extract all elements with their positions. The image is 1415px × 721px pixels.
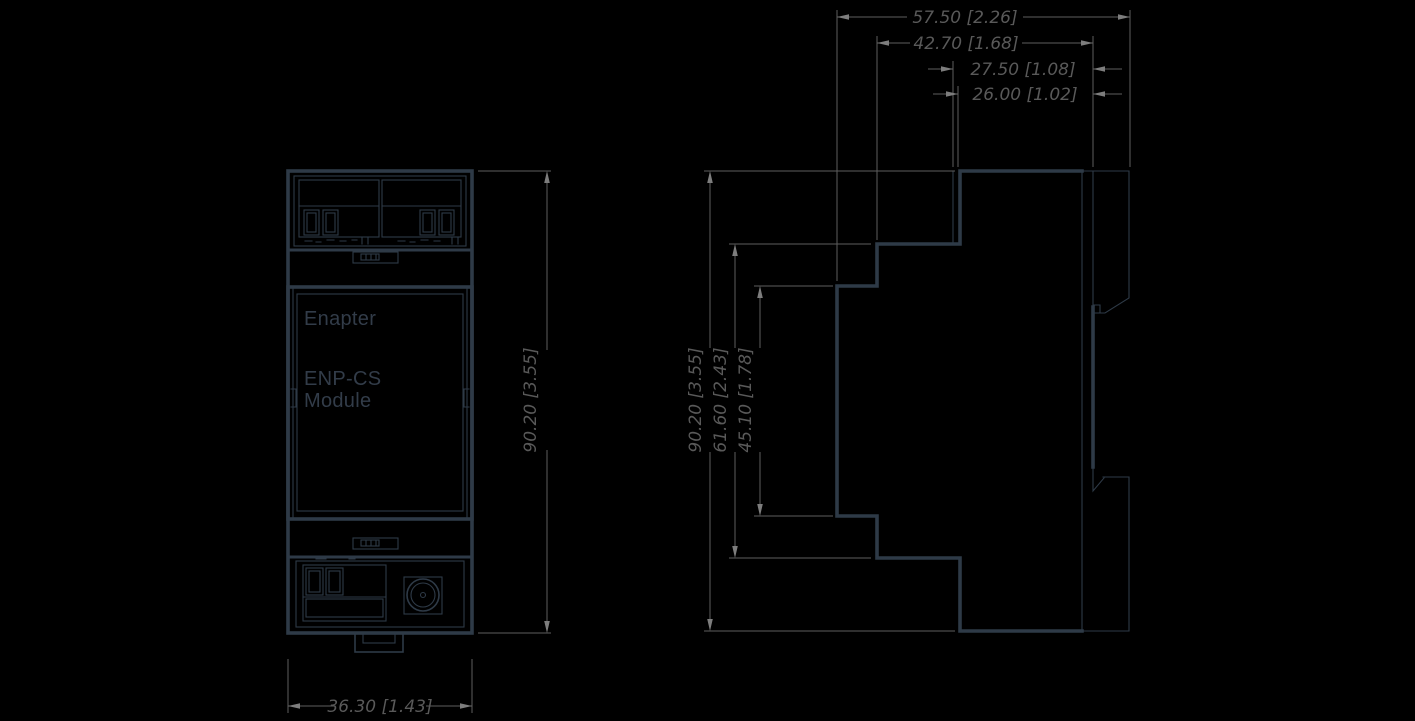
dimension-front-width: 36.30 [1.43] <box>287 659 473 717</box>
antenna-connector-thread <box>410 582 436 608</box>
arrow-up <box>544 171 550 183</box>
front-face-release-clips <box>290 388 470 408</box>
arrow-up <box>757 286 763 298</box>
model-label: ENP-CS <box>304 368 381 390</box>
model-type-label: Module <box>304 390 371 412</box>
bottom-terminal-block <box>302 564 387 622</box>
side-view <box>835 169 1130 633</box>
arrow-left <box>288 703 300 709</box>
front-face-outline <box>286 285 474 521</box>
arrow-down <box>757 504 763 516</box>
bottom-terminal-tray <box>305 598 384 618</box>
top-terminal-block-left <box>298 179 380 238</box>
dimension-value: 36.30 [1.43] <box>327 697 432 717</box>
bottom-terminal-markings <box>315 557 434 562</box>
din-clip-lower <box>1081 466 1130 632</box>
din-clip-upper <box>1081 170 1130 314</box>
extension-lines <box>287 659 473 713</box>
arrow-left <box>877 40 889 46</box>
arrow-down <box>707 619 713 631</box>
extension-lines <box>704 170 955 632</box>
screw-terminal <box>419 209 436 236</box>
arrow-right-in <box>941 66 953 72</box>
arrow-right <box>460 703 472 709</box>
arrow-down <box>732 546 738 558</box>
screw-terminal <box>325 567 344 596</box>
screw-terminal-inner <box>325 212 336 233</box>
dimension-side-height-total: 90.20 [3.55] <box>686 170 955 632</box>
dimension-value: 27.50 [1.08] <box>970 60 1075 80</box>
brand-label: Enapter <box>304 308 376 330</box>
dimension-value: 61.60 [2.43] <box>711 347 731 452</box>
screw-terminal-inner <box>308 570 321 593</box>
dimension-side-height-mid: 61.60 [2.43] <box>711 243 871 559</box>
top-terminal-markings <box>304 237 459 245</box>
screw-terminal <box>303 209 320 236</box>
arrow-left <box>837 14 849 20</box>
lower-port-pin-ticks <box>365 539 377 547</box>
screw-terminal <box>305 567 324 596</box>
arrow-left-in <box>1093 91 1105 97</box>
screw-terminal <box>438 209 455 236</box>
lower-port-connector <box>352 537 399 550</box>
arrow-up <box>707 171 713 183</box>
front-face-inner-frame <box>296 293 464 512</box>
arrow-down <box>544 621 550 633</box>
dimension-value: 45.10 [1.78] <box>736 347 756 452</box>
front-view: Enapter ENP-CS Module <box>286 169 474 653</box>
top-section-inner-frame <box>293 175 467 247</box>
dimension-depth-total: 57.50 [2.26] <box>836 8 1131 281</box>
antenna-connector-base <box>403 576 443 615</box>
dimension-depth-top: 26.00 [1.02] <box>933 85 1122 167</box>
top-terminal-block-right <box>381 179 462 238</box>
dimension-side-height-front: 45.10 [1.78] <box>736 285 833 517</box>
extension-lines <box>836 10 1131 281</box>
upper-port-connector-pins <box>360 253 380 261</box>
screw-terminal-inner <box>422 212 433 233</box>
dimension-front-height: 90.20 [3.55] <box>478 170 551 634</box>
extension-lines <box>729 243 871 559</box>
extension-lines <box>754 285 833 517</box>
screw-terminal-inner <box>328 570 341 593</box>
din-rail-tab-notch <box>362 632 396 644</box>
bottom-section-inner-frame <box>295 560 465 628</box>
arrow-left-in <box>1093 66 1105 72</box>
antenna-connector-pin <box>419 591 427 599</box>
side-profile-outline <box>835 169 1084 633</box>
extension-lines <box>478 170 551 634</box>
extension-lines <box>876 36 1094 240</box>
dimension-value: 42.70 [1.68] <box>913 34 1018 54</box>
upper-port-connector <box>352 251 399 264</box>
upper-port-pin-ticks <box>365 253 377 261</box>
arrow-right <box>1081 40 1093 46</box>
dimension-value: 90.20 [3.55] <box>521 347 541 452</box>
screw-terminal <box>322 209 339 236</box>
dimension-value: 57.50 [2.26] <box>912 8 1017 28</box>
screw-terminal-inner <box>306 212 317 233</box>
top-terminal-screws <box>303 209 455 236</box>
front-face-side-seams <box>292 286 468 520</box>
arrow-right-in <box>946 91 958 97</box>
lower-port-connector-pins <box>360 539 380 547</box>
dimension-value: 26.00 [1.02] <box>972 85 1077 105</box>
dimension-depth-upper: 27.50 [1.08] <box>928 60 1122 167</box>
arrow-right <box>1118 14 1130 20</box>
screw-terminal-inner <box>441 212 452 233</box>
dimension-depth-body: 42.70 [1.68] <box>876 34 1094 240</box>
arrow-up <box>732 244 738 256</box>
antenna-connector-nut <box>406 578 440 612</box>
dimension-value: 90.20 [3.55] <box>686 347 706 452</box>
